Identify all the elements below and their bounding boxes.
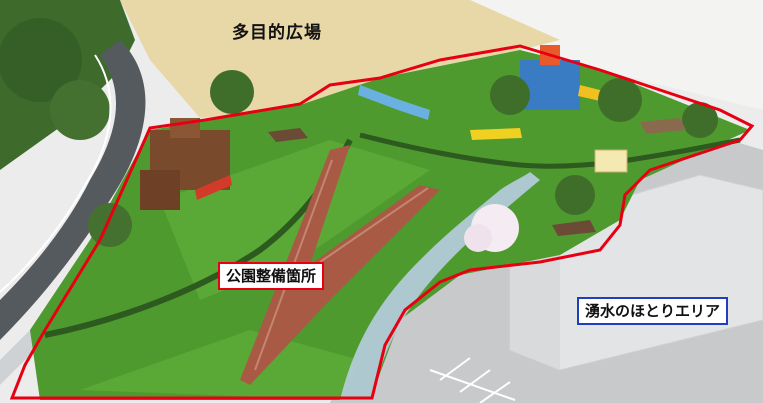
restroom-building — [594, 149, 628, 173]
tree — [490, 75, 530, 115]
playground-slides — [358, 45, 620, 140]
tree — [210, 70, 254, 114]
tree — [555, 175, 595, 215]
tree — [0, 18, 82, 102]
spring-area-label: 湧水のほとりエリア — [577, 297, 729, 325]
road — [0, 40, 146, 340]
wooden-play-structure — [140, 118, 232, 210]
tree — [88, 203, 132, 247]
park-area-label: 公園整備箇所 — [218, 262, 325, 290]
tree — [50, 80, 110, 140]
hedge — [359, 132, 741, 169]
sidewalk — [0, 330, 40, 385]
plaza-label: 多目的広場 — [232, 23, 322, 43]
shelter — [640, 118, 686, 134]
tree — [598, 78, 642, 122]
walking-path — [240, 145, 440, 385]
stream — [340, 172, 540, 400]
tree — [682, 102, 718, 138]
lawn-highlight — [80, 330, 360, 400]
shelter — [268, 128, 308, 142]
road-edge-line — [0, 54, 112, 293]
blossom-tree — [464, 224, 492, 252]
park-boundary — [9, 44, 755, 400]
parking-lines — [429, 357, 516, 403]
shelter — [552, 220, 596, 236]
